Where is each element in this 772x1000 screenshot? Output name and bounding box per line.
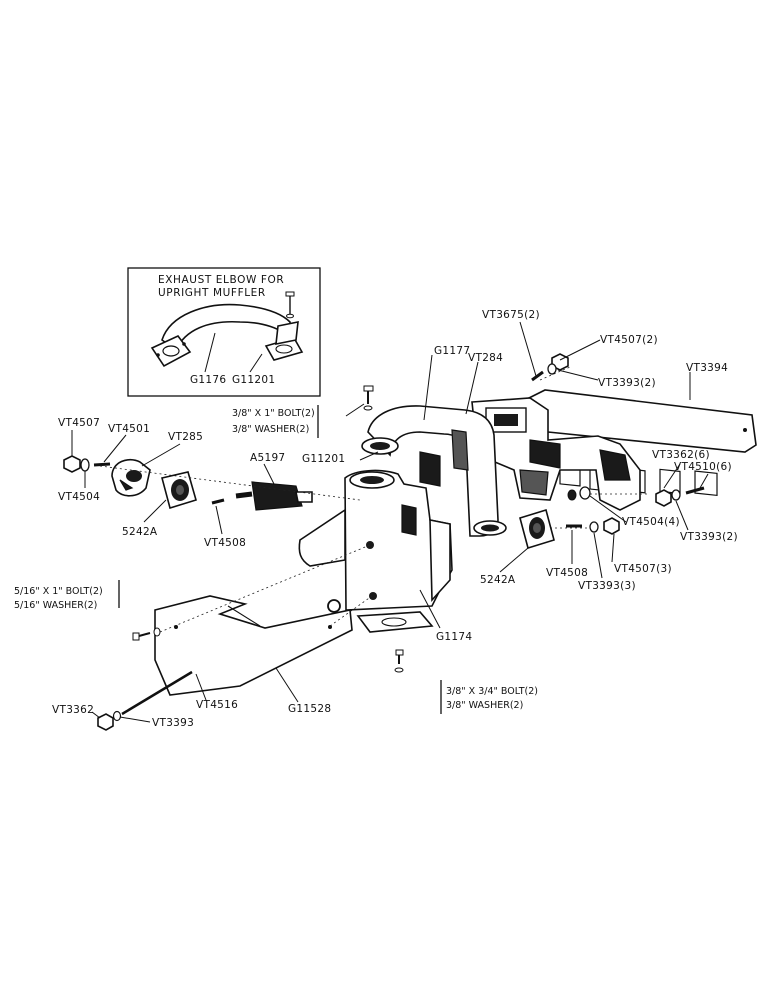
label-vt3393-3: VT3393(3) [578, 580, 636, 592]
inset-title-line1: EXHAUST ELBOW FOR [158, 274, 284, 286]
intake-manifold-vt284 [471, 397, 641, 511]
inset-label-elbow: G1176 [190, 374, 226, 386]
bolts [97, 385, 404, 731]
label-vt4504-4: VT4504(4) [622, 516, 680, 528]
label-vt3393-2b: VT3393(2) [680, 531, 738, 543]
label-bolt-top-b: 3/8" WASHER(2) [232, 424, 309, 435]
label-vt3675: VT3675(2) [482, 309, 540, 321]
label-vt3393-2a: VT3393(2) [598, 377, 656, 389]
label-5242a-right: 5242A [480, 574, 516, 586]
exhaust-manifold-g1177 [361, 405, 507, 537]
label-g1177: G1177 [434, 345, 470, 357]
nut-vt4507 [63, 455, 81, 473]
label-bolt-bot-b: 3/8" WASHER(2) [446, 700, 523, 711]
leader-lines [71, 321, 709, 723]
label-g11201: G11201 [302, 453, 345, 465]
label-vt4508-left: VT4508 [204, 537, 246, 549]
label-vt4508-right: VT4508 [546, 567, 588, 579]
inset-label-gasket: G11201 [232, 374, 275, 386]
label-vt3362-6: VT3362(6) [652, 449, 710, 461]
label-vt284: VT284 [468, 352, 503, 364]
label-vt4507-2: VT4507(2) [600, 334, 658, 346]
label-bolt-top-a: 3/8" X 1" BOLT(2) [232, 408, 315, 419]
label-vt3394: VT3394 [686, 362, 728, 374]
label-vt4516: VT4516 [196, 699, 238, 711]
label-bolt-bot-a: 3/8" X 3/4" BOLT(2) [446, 686, 538, 697]
label-vt4504: VT4504 [58, 491, 100, 503]
label-vt285: VT285 [168, 431, 203, 443]
label-vt4501: VT4501 [108, 423, 150, 435]
manifold-body-g1174 [298, 469, 453, 633]
label-bolt-left-a: 5/16" X 1" BOLT(2) [14, 586, 103, 597]
label-bolt-left-b: 5/16" WASHER(2) [14, 600, 97, 611]
label-vt3362: VT3362 [52, 704, 94, 716]
left-parts [63, 455, 313, 511]
label-vt3393: VT3393 [152, 717, 194, 729]
label-5242a-left: 5242A [122, 526, 158, 538]
label-g1174: G1174 [436, 631, 472, 643]
label-vt4510-6: VT4510(6) [674, 461, 732, 473]
heat-shield-g11528 [154, 595, 353, 696]
inset-exhaust-elbow: EXHAUST ELBOW FOR UPRIGHT MUFFLER G1176 … [127, 267, 321, 397]
label-vt4507-3: VT4507(3) [614, 563, 672, 575]
part-labels: VT3675(2) VT4507(2) VT3394 VT3393(2) G11… [14, 309, 738, 729]
right-parts [519, 353, 705, 550]
inset-title-line2: UPRIGHT MUFFLER [158, 287, 266, 299]
label-a5197: A5197 [250, 452, 285, 464]
label-g11528: G11528 [288, 703, 331, 715]
label-vt4507: VT4507 [58, 417, 100, 429]
